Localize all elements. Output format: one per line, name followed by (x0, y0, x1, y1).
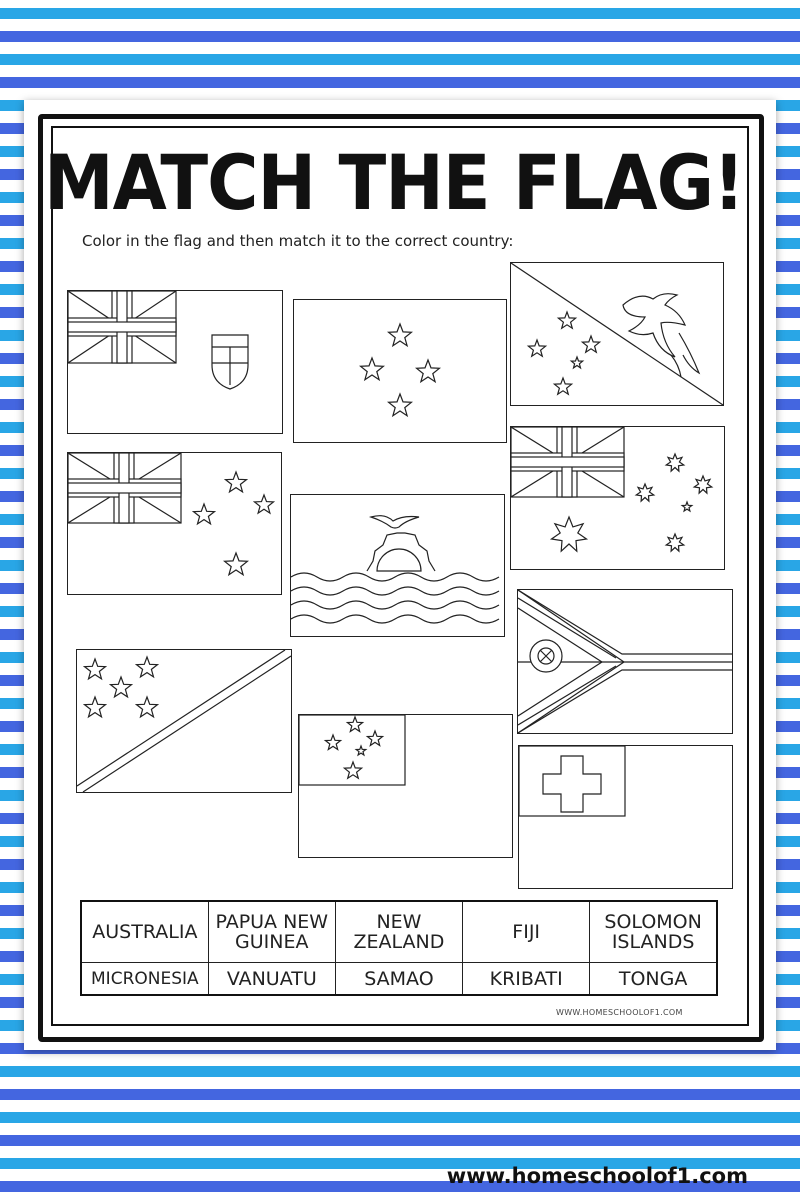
footer-url-link[interactable]: www.homeschoolof1.com (446, 1164, 748, 1188)
cross-icon (542, 755, 602, 813)
star-icon (358, 322, 442, 418)
solomon-islands-flag-icon[interactable] (76, 649, 292, 793)
kiribati-flag-icon[interactable] (290, 494, 505, 637)
stripe (0, 77, 800, 88)
rising-sun-icon (366, 532, 436, 572)
country-name-cell[interactable]: MICRONESIA (80, 962, 209, 996)
tonga-flag-icon[interactable] (518, 745, 733, 889)
papua-new-guinea-flag-icon[interactable] (510, 262, 724, 406)
stripe (0, 1181, 800, 1192)
country-name-cell[interactable]: NEW ZEALAND (334, 900, 464, 964)
fiji-flag-icon[interactable] (67, 290, 283, 434)
micronesia-flag-icon[interactable] (293, 299, 507, 443)
boar-tusk-icon (529, 639, 563, 673)
country-name-cell[interactable]: FIJI (462, 900, 591, 964)
stripe (0, 31, 800, 42)
stripe (0, 8, 800, 19)
star-icon (549, 452, 714, 553)
worksheet-inner-border (51, 126, 749, 1026)
shield-icon (211, 334, 249, 390)
vanuatu-flag-icon[interactable] (517, 589, 733, 734)
stripe (0, 1158, 800, 1169)
worksheet-border (38, 114, 764, 1042)
country-name-cell[interactable]: KRIBATI (462, 962, 591, 996)
stripe (0, 54, 800, 65)
country-name-cell[interactable]: TONGA (589, 962, 718, 996)
union-jack-icon (511, 427, 625, 498)
australia-flag-icon[interactable] (510, 426, 725, 570)
country-name-cell[interactable]: PAPUA NEW GUINEA (207, 900, 336, 964)
star-icon (323, 715, 385, 780)
union-jack-icon (68, 453, 182, 524)
star-icon (191, 470, 276, 577)
union-jack-icon (68, 291, 177, 364)
stripe (0, 1135, 800, 1146)
country-names-table: AUSTRALIA PAPUA NEW GUINEA NEW ZEALAND F… (80, 900, 718, 996)
samoa-flag-icon[interactable] (298, 714, 513, 858)
stripe (0, 1112, 800, 1123)
country-name-cell[interactable]: SAMAO (334, 962, 464, 996)
country-name-cell[interactable]: AUSTRALIA (80, 900, 209, 964)
new-zealand-flag-icon[interactable] (67, 452, 282, 595)
country-name-cell[interactable]: VANUATU (207, 962, 336, 996)
country-name-cell[interactable]: SOLOMON ISLANDS (589, 900, 718, 964)
bird-of-paradise-icon (622, 293, 701, 378)
worksheet-title: MATCH THE FLAG! (44, 138, 745, 228)
worksheet-instructions: Color in the flag and then match it to t… (82, 232, 514, 250)
ocean-waves-icon (291, 572, 500, 624)
stripe (0, 1089, 800, 1100)
table-row: MICRONESIA VANUATU SAMAO KRIBATI TONGA (80, 962, 718, 996)
frigatebird-icon (368, 515, 420, 529)
star-icon (526, 310, 602, 396)
table-row: AUSTRALIA PAPUA NEW GUINEA NEW ZEALAND F… (80, 900, 718, 964)
star-icon (82, 655, 160, 719)
stripe (0, 1066, 800, 1077)
worksheet-url: WWW.HOMESCHOOLOF1.COM (556, 1008, 683, 1017)
